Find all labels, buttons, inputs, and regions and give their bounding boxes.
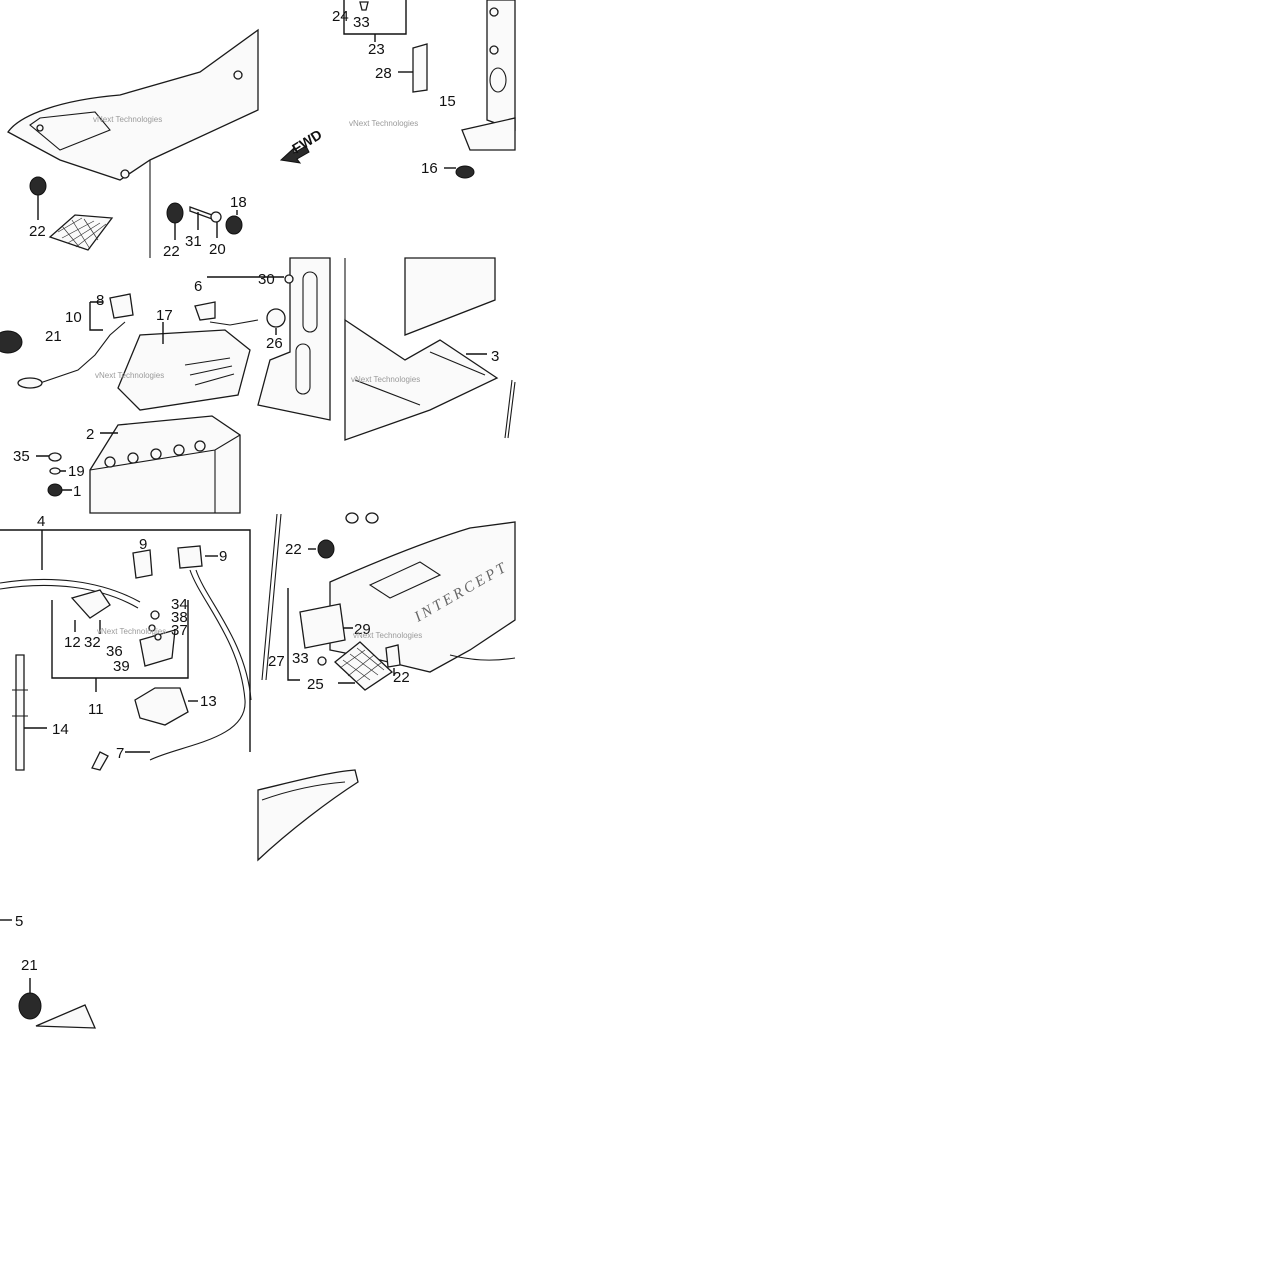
nut-part: [444, 165, 475, 179]
callout-1: 1: [73, 483, 81, 500]
callout-11: 11: [88, 701, 104, 718]
cable-part: [17, 293, 134, 389]
callout-3: 3: [491, 348, 499, 365]
long-tube-part: [261, 513, 282, 681]
callout-33b: 33: [292, 650, 309, 667]
callout-23: 23: [368, 41, 385, 58]
callout-26: 26: [266, 335, 283, 352]
callout-18: 18: [230, 194, 247, 211]
fuse-holder-part: [132, 545, 252, 761]
callout-12: 12: [64, 634, 81, 651]
callout-30: 30: [258, 271, 275, 288]
callout-22c: 22: [285, 541, 302, 558]
callout-20: 20: [209, 241, 226, 258]
callout-35: 35: [13, 448, 30, 465]
callout-19: 19: [68, 463, 85, 480]
relay-assembly-part: [51, 589, 189, 692]
starter-relay-part: [134, 687, 198, 726]
label-plate-part: [287, 588, 353, 681]
screw-part: [343, 0, 407, 42]
side-cover-left: [7, 28, 259, 258]
grommet-part: [29, 176, 47, 220]
callout-16: 16: [421, 160, 438, 177]
terminal-end-part: [91, 751, 150, 771]
watermark: vNext Technologies: [349, 119, 418, 128]
callout-9: 9: [139, 536, 147, 553]
callout-25: 25: [307, 676, 324, 693]
mounting-bracket-part: [207, 257, 331, 421]
watermark: vNext Technologies: [97, 627, 166, 636]
battery-cover-part: [117, 322, 251, 411]
watermark: vNext Technologies: [351, 375, 420, 384]
callout-10: 10: [65, 309, 82, 326]
callout-24: 24: [332, 8, 349, 25]
callout-22a: 22: [29, 223, 46, 240]
callout-31: 31: [185, 233, 202, 250]
fastener-set-part: [166, 202, 243, 240]
callout-27: 27: [268, 653, 285, 670]
battery-part: [89, 415, 241, 514]
callout-34: 34: [171, 596, 188, 613]
grommet-part-right: [308, 512, 379, 559]
callout-36: 36: [106, 643, 123, 660]
mesh-panel-right-part: [317, 641, 401, 691]
callout-37: 37: [171, 622, 188, 639]
callout-4: 4: [37, 513, 45, 530]
callout-21: 21: [45, 328, 62, 345]
callout-21b: 21: [21, 957, 38, 974]
spark-plug-part: [12, 654, 47, 771]
callout-13: 13: [200, 693, 217, 710]
frame-bracket-part: [461, 0, 516, 151]
callout-39: 39: [113, 658, 130, 675]
callout-2: 2: [86, 426, 94, 443]
callout-22d: 22: [393, 669, 410, 686]
callout-9b: 9: [219, 548, 227, 565]
callout-22b: 22: [163, 243, 180, 260]
callout-33a: 33: [353, 14, 370, 31]
cover-fragment-part: [0, 769, 359, 921]
side-cover-right: INTERCEPT: [329, 521, 516, 673]
watermark: vNext Technologies: [353, 631, 422, 640]
callout-5: 5: [15, 913, 23, 930]
callout-7: 7: [116, 745, 124, 762]
clip-part: [398, 43, 428, 93]
callout-38: 38: [171, 609, 188, 626]
callout-15: 15: [439, 93, 456, 110]
main-harness-part: [0, 529, 251, 752]
callout-32: 32: [84, 634, 101, 651]
callout-8: 8: [96, 292, 104, 309]
callout-28: 28: [375, 65, 392, 82]
tube-part: [504, 379, 516, 439]
callout-29: 29: [354, 621, 371, 638]
callout-17: 17: [156, 307, 173, 324]
watermark: vNext Technologies: [95, 371, 164, 380]
callout-14: 14: [52, 721, 69, 738]
terminal-bolt-set-part: [36, 452, 72, 497]
grommet-part-left: [0, 330, 23, 354]
mesh-panel-part: [48, 214, 114, 251]
callout-6: 6: [194, 278, 202, 295]
lead-wire-part: [194, 301, 286, 335]
watermark: vNext Technologies: [93, 115, 162, 124]
fwd-arrow-icon: FWD: [279, 126, 325, 164]
battery-case-part: [344, 257, 499, 441]
grommet-bottom-part: [18, 978, 97, 1029]
